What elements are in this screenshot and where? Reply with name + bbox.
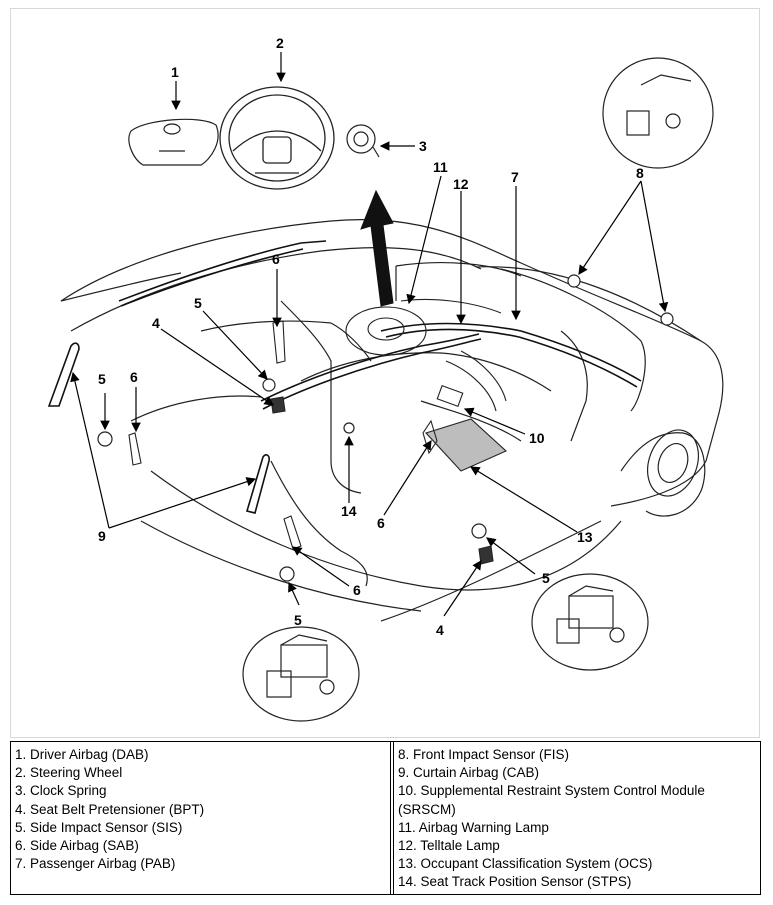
callout-5-left: 5 — [98, 371, 106, 387]
callout-5-lower: 5 — [294, 612, 302, 628]
legend-item: 9. Curtain Airbag (CAB) — [398, 765, 540, 781]
clock-spring-illustration — [346, 124, 380, 158]
legend-item: 10. Supplemental Restraint System Contro… — [398, 783, 705, 799]
callout-labels: 1 2 3 11 12 7 8 6 5 4 5 6 10 14 6 9 13 5… — [98, 35, 644, 638]
callout-6-mid: 6 — [377, 515, 385, 531]
leader-lines — [70, 52, 669, 617]
callout-9: 9 — [98, 528, 106, 544]
legend-item: 2. Steering Wheel — [15, 765, 123, 781]
dashboard — [128, 298, 507, 565]
callout-6-upper: 6 — [272, 251, 280, 267]
callout-12: 12 — [453, 176, 469, 192]
front-impact-sensor-inset — [602, 57, 714, 169]
legend-column-right: 8. Front Impact Sensor (FIS) 9. Curtain … — [393, 742, 760, 894]
side-impact-sensor-inset-right — [531, 573, 649, 671]
callout-6-lower: 6 — [353, 582, 361, 598]
legend-column-left: 1. Driver Airbag (DAB) 2. Steering Wheel… — [11, 742, 391, 894]
callout-4-lower: 4 — [436, 622, 444, 638]
legend-item: 6. Side Airbag (SAB) — [15, 838, 139, 854]
callout-4-upper: 4 — [152, 315, 160, 331]
callout-10: 10 — [529, 430, 545, 446]
callout-5-right: 5 — [542, 570, 550, 586]
legend-item: 14. Seat Track Position Sensor (STPS) — [398, 874, 632, 890]
car-body-outline — [60, 219, 724, 622]
side-impact-sensor-inset-bottom — [242, 626, 360, 722]
driver-airbag-illustration — [128, 118, 219, 166]
sensor-markers — [97, 274, 674, 582]
legend-item: 7. Passenger Airbag (PAB) — [15, 856, 176, 872]
deploy-arrow — [360, 189, 394, 307]
airbag-system-diagram: 1 2 3 11 12 7 8 6 5 4 5 6 10 14 6 9 13 5… — [10, 8, 760, 738]
legend-item: 5. Side Impact Sensor (SIS) — [15, 819, 183, 835]
curtain-airbag-rails — [47, 240, 642, 514]
callout-6-left: 6 — [130, 369, 138, 385]
parts-legend: 1. Driver Airbag (DAB) 2. Steering Wheel… — [10, 741, 761, 895]
callout-11: 11 — [433, 159, 448, 175]
legend-item: 12. Telltale Lamp — [398, 838, 500, 854]
callout-5-upper: 5 — [194, 295, 202, 311]
callout-1: 1 — [171, 64, 179, 80]
legend-item: 3. Clock Spring — [15, 783, 107, 799]
legend-item: 1. Driver Airbag (DAB) — [15, 747, 149, 762]
callout-7: 7 — [511, 169, 519, 185]
callout-13: 13 — [577, 529, 593, 545]
callout-8: 8 — [636, 165, 644, 181]
legend-item: 13. Occupant Classification System (OCS) — [398, 856, 653, 872]
legend-item: 8. Front Impact Sensor (FIS) — [398, 747, 570, 762]
callout-14: 14 — [341, 503, 357, 519]
callout-3: 3 — [419, 138, 427, 154]
callout-2: 2 — [276, 35, 284, 51]
legend-item: 4. Seat Belt Pretensioner (BPT) — [15, 801, 205, 817]
steering-wheel-illustration — [219, 86, 335, 190]
legend-item: 11. Airbag Warning Lamp — [398, 819, 549, 835]
legend-item: (SRSCM) — [398, 801, 456, 817]
